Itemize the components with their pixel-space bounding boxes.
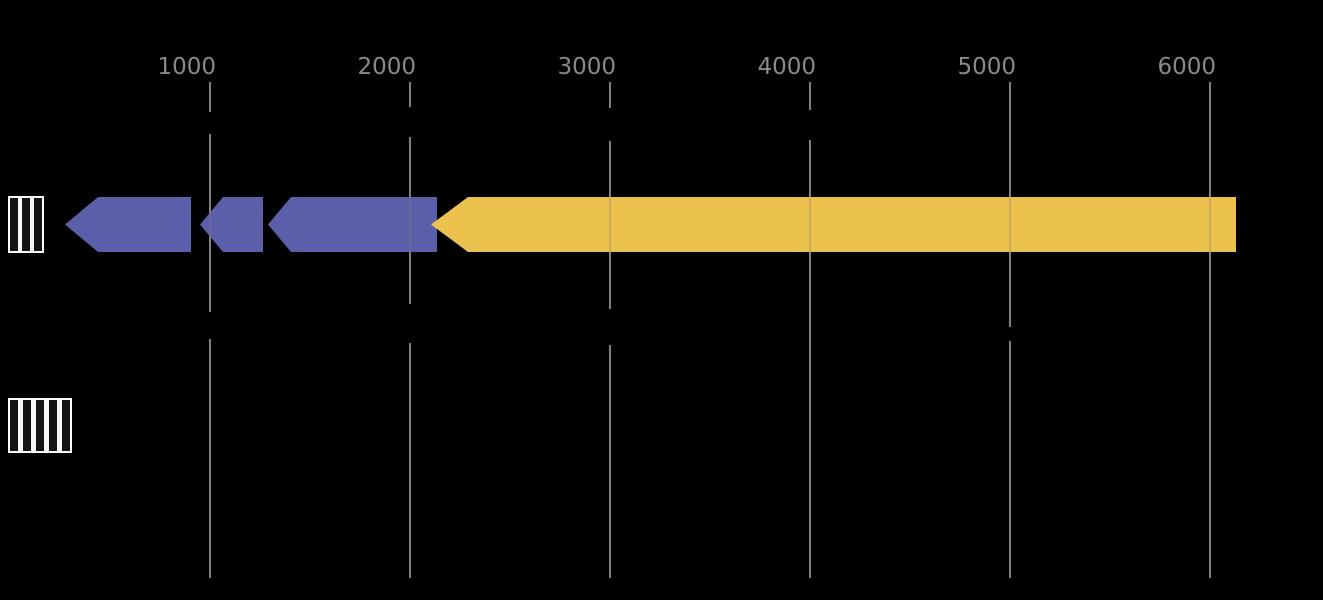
tick-label-2000: 2000 [357, 54, 416, 80]
striped-label-box-track-1 [8, 196, 44, 253]
gridline-crossing-4000 [809, 197, 811, 252]
tick-label-6000: 6000 [1157, 54, 1216, 80]
gridline-crossing-3000 [609, 197, 611, 252]
gridline-crossing-5000 [1009, 197, 1011, 252]
tick-label-1000: 1000 [157, 54, 216, 80]
gene-arrow-gene-4 [431, 197, 1236, 252]
gene-arrow-gene-2 [200, 197, 263, 252]
tick-label-5000: 5000 [957, 54, 1016, 80]
gene-arrow-gene-3 [268, 197, 437, 252]
tick-label-3000: 3000 [557, 54, 616, 80]
striped-label-box-track-2 [8, 398, 72, 453]
gridline-crossing-1000 [209, 197, 211, 252]
gridline-crossing-2000 [409, 197, 411, 252]
tick-label-4000: 4000 [757, 54, 816, 80]
gene-arrow-gene-1 [65, 197, 191, 252]
gridline-crossing-6000 [1209, 197, 1211, 252]
